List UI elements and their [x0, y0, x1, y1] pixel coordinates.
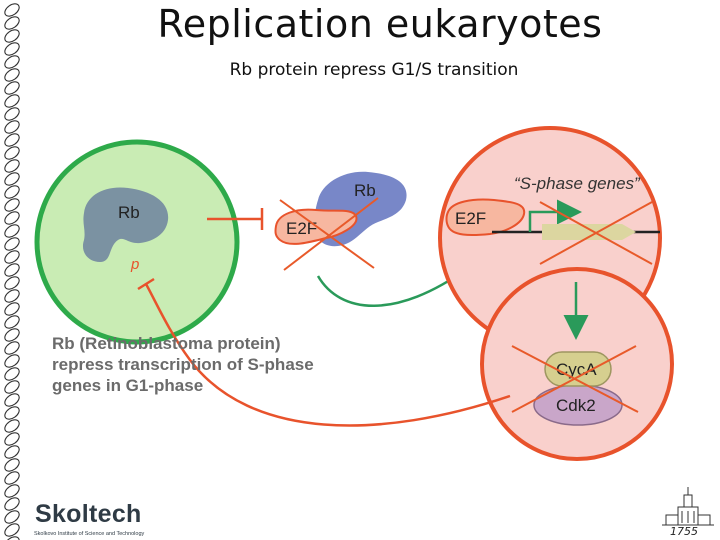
rb-free-protein — [82, 187, 169, 262]
rb-free-label: Rb — [118, 203, 140, 222]
e2f-right-protein — [445, 198, 526, 236]
activation-arrow — [316, 262, 477, 307]
msu-year: 1755 — [670, 525, 698, 538]
chain-link — [4, 432, 20, 446]
chain-link — [4, 81, 20, 95]
chain-link — [4, 471, 20, 485]
skoltech-logo: Skoltech Skolkovo Institute of Science a… — [31, 500, 151, 540]
gene-box — [542, 224, 636, 240]
chain-link — [4, 55, 20, 69]
chain-link — [4, 159, 20, 173]
chain-link — [4, 458, 20, 472]
chain-link — [4, 237, 20, 251]
chain-link — [4, 146, 20, 160]
chain-link — [4, 94, 20, 108]
chain-link — [4, 497, 20, 511]
chain-link — [4, 328, 20, 342]
chain-link — [4, 380, 20, 394]
chain-link — [4, 289, 20, 303]
cyca-protein — [544, 351, 612, 387]
chain-link — [4, 276, 20, 290]
complex-cross-a — [279, 199, 375, 269]
skoltech-logo-subtitle: Skolkovo Institute of Science and Techno… — [34, 531, 145, 537]
skoltech-logo-name: Skoltech — [35, 500, 142, 528]
chain-link — [4, 107, 20, 121]
chain-link — [4, 198, 20, 212]
e2f-center-label: E2F — [286, 219, 317, 238]
chain-link — [4, 211, 20, 225]
rb-bound-label: Rb — [354, 181, 376, 200]
chain-link — [4, 315, 20, 329]
chain-link — [4, 224, 20, 238]
chain-link — [4, 185, 20, 199]
phosphorylation-arrow — [144, 283, 511, 427]
chain-link — [4, 172, 20, 186]
description-text: Rb (Retinoblastoma protein) repress tran… — [52, 333, 352, 396]
description-line-2: repress transcription of S-phase — [52, 355, 314, 374]
chain-link — [4, 419, 20, 433]
page-title: Replication eukaryotes — [157, 2, 603, 46]
chain-link — [4, 263, 20, 277]
cdk2-label: Cdk2 — [556, 396, 596, 415]
chain-link — [4, 354, 20, 368]
chain-link — [4, 510, 20, 524]
phosphorylation-arrow-bar — [137, 277, 155, 291]
chain-link — [4, 250, 20, 264]
chain-link — [4, 406, 20, 420]
chain-link — [4, 484, 20, 498]
chain-link — [4, 29, 20, 43]
chain-link — [4, 16, 20, 30]
chain-link — [4, 120, 20, 134]
phosphate-label: p — [130, 256, 139, 273]
chain-link — [4, 133, 20, 147]
cyclin-cross-b — [511, 345, 637, 413]
complex-cross-b — [283, 197, 379, 271]
genes-cross-b — [539, 201, 653, 265]
chain-link — [4, 68, 20, 82]
chain-link — [4, 341, 20, 355]
chain-link — [4, 3, 20, 17]
chain-link — [4, 393, 20, 407]
chain-border-decoration — [4, 3, 20, 540]
chain-link — [4, 367, 20, 381]
description-line-3: genes in G1-phase — [52, 376, 204, 395]
chain-link — [4, 536, 20, 540]
chain-link — [4, 523, 20, 537]
chain-link — [4, 42, 20, 56]
description-line-1: Rb (Retinoblastoma protein) — [52, 334, 281, 353]
e2f-right-label: E2F — [455, 209, 486, 228]
msu-building-icon — [662, 487, 714, 526]
chain-link — [4, 302, 20, 316]
s-phase-genes-label: “S-phase genes” — [514, 174, 641, 193]
chain-link — [4, 445, 20, 459]
page-subtitle: Rb protein repress G1/S transition — [229, 60, 519, 80]
